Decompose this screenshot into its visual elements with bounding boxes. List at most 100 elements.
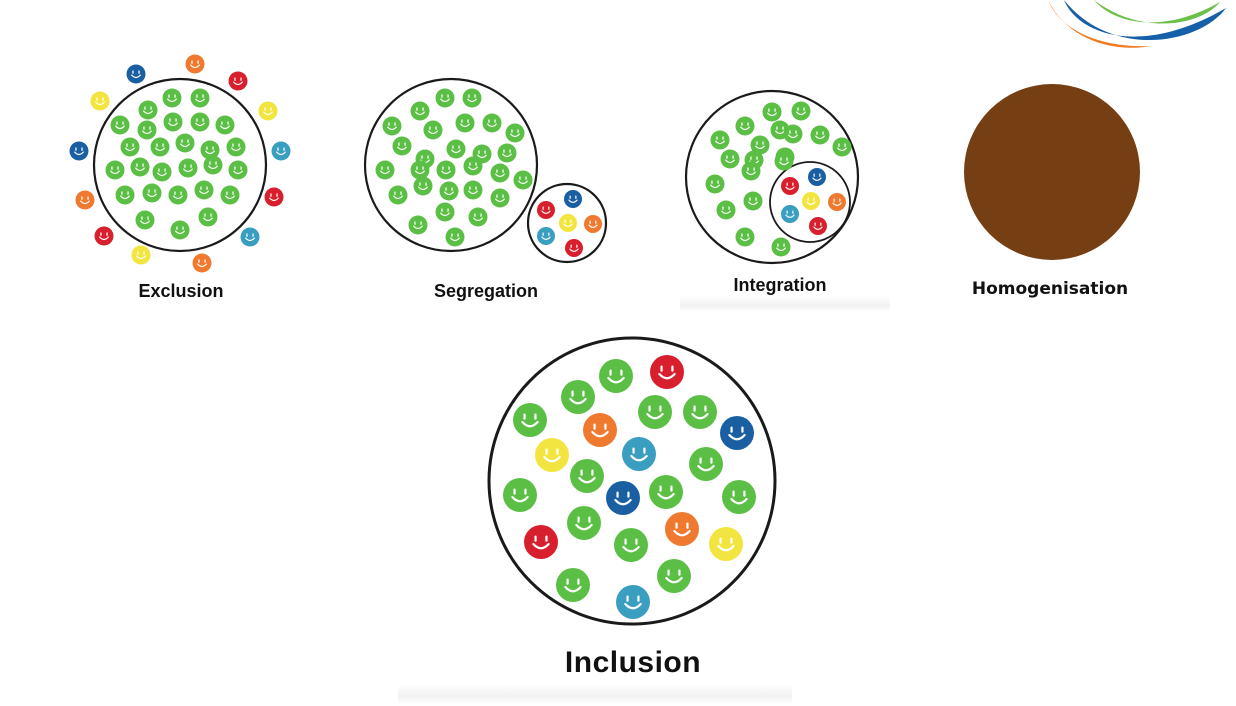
smiley-face-icon xyxy=(716,200,736,220)
smiley-face-icon xyxy=(142,183,162,203)
smiley-face-icon xyxy=(240,227,260,247)
smiley-face-icon xyxy=(135,210,155,230)
smiley-face-icon xyxy=(537,201,555,219)
smiley-face-icon xyxy=(203,155,223,175)
smiley-face-icon xyxy=(616,585,650,619)
smiley-face-icon xyxy=(228,71,248,91)
smiley-face-icon xyxy=(570,459,604,493)
smiley-face-icon xyxy=(190,88,210,108)
smiley-face-icon xyxy=(137,120,157,140)
smiley-face-icon xyxy=(375,160,395,180)
smiley-face-icon xyxy=(720,416,754,450)
smiley-face-icon xyxy=(689,447,723,481)
smiley-face-icon xyxy=(126,64,146,84)
smiley-face-icon xyxy=(258,101,278,121)
smiley-face-icon xyxy=(832,137,852,157)
smiley-face-icon xyxy=(175,133,195,153)
smiley-face-icon xyxy=(705,174,725,194)
inclusion-caption: Inclusion xyxy=(564,646,702,679)
smiley-face-icon xyxy=(535,438,569,472)
smiley-face-icon xyxy=(170,220,190,240)
smiley-face-icon xyxy=(439,181,459,201)
smiley-face-icon xyxy=(650,355,684,389)
inclusion-caption-backdrop xyxy=(398,684,792,704)
exclusion-figure xyxy=(69,54,291,273)
smiley-face-icon xyxy=(382,116,402,136)
homogenisation-figure xyxy=(964,84,1140,260)
smiley-face-icon xyxy=(710,130,730,150)
inclusion-figure xyxy=(487,336,777,626)
smiley-face-icon xyxy=(556,568,590,602)
smiley-face-icon xyxy=(162,88,182,108)
smiley-face-icon xyxy=(490,163,510,183)
smiley-face-icon xyxy=(220,185,240,205)
inclusion-diagram: Inclusion xyxy=(480,330,790,690)
smiley-face-icon xyxy=(622,437,656,471)
smiley-face-icon xyxy=(435,202,455,222)
smiley-face-icon xyxy=(513,170,533,190)
smiley-face-icon xyxy=(423,120,443,140)
smiley-face-icon xyxy=(750,135,770,155)
smiley-face-icon xyxy=(90,91,110,111)
smiley-face-icon xyxy=(781,205,799,223)
smiley-face-icon xyxy=(410,160,430,180)
swoosh-logo-icon xyxy=(1048,0,1226,48)
smiley-face-icon xyxy=(741,161,761,181)
smiley-face-icon xyxy=(606,481,640,515)
exclusion-diagram: Exclusion xyxy=(60,50,300,301)
smiley-face-icon xyxy=(468,207,488,227)
smiley-face-icon xyxy=(490,188,510,208)
smiley-face-icon xyxy=(463,156,483,176)
smiley-face-icon xyxy=(226,137,246,157)
smiley-face-icon xyxy=(735,227,755,247)
smiley-face-icon xyxy=(561,380,595,414)
smiley-face-icon xyxy=(120,137,140,157)
smiley-face-icon xyxy=(810,125,830,145)
smiley-face-icon xyxy=(584,215,602,233)
smiley-face-icon xyxy=(168,185,188,205)
smiley-face-icon xyxy=(614,528,648,562)
smiley-face-icon xyxy=(115,185,135,205)
smiley-face-icon xyxy=(392,136,412,156)
smiley-face-icon xyxy=(513,403,547,437)
smiley-face-icon xyxy=(762,102,782,122)
smiley-face-icon xyxy=(743,191,763,211)
smiley-face-icon xyxy=(271,141,291,161)
segregation-caption: Segregation xyxy=(433,281,539,301)
smiley-face-icon xyxy=(809,217,827,235)
smiley-face-icon xyxy=(735,116,755,136)
smiley-face-icon xyxy=(410,101,430,121)
smiley-face-icon xyxy=(802,192,820,210)
homogenised-circle xyxy=(964,84,1140,260)
smiley-face-icon xyxy=(781,177,799,195)
smiley-face-icon xyxy=(94,226,114,246)
exclusion-caption: Exclusion xyxy=(138,281,224,301)
smiley-face-icon xyxy=(808,168,826,186)
smiley-face-icon xyxy=(130,157,150,177)
smiley-face-icon xyxy=(567,506,601,540)
smiley-face-icon xyxy=(683,395,717,429)
smiley-face-icon xyxy=(178,158,198,178)
smiley-face-icon xyxy=(482,113,502,133)
smiley-face-icon xyxy=(462,88,482,108)
smiley-face-icon xyxy=(131,245,151,265)
smiley-face-icon xyxy=(69,141,89,161)
smiley-face-icon xyxy=(446,139,466,159)
smiley-face-icon xyxy=(163,112,183,132)
smiley-face-icon xyxy=(559,214,577,232)
smiley-face-icon xyxy=(665,512,699,546)
smiley-face-icon xyxy=(200,140,220,160)
smiley-face-icon xyxy=(791,101,811,121)
smiley-face-icon xyxy=(537,227,555,245)
smiley-face-icon xyxy=(583,413,617,447)
segregation-figure xyxy=(363,77,608,264)
integration-caption: Integration xyxy=(733,275,827,295)
smiley-face-icon xyxy=(505,123,525,143)
smiley-face-icon xyxy=(150,137,170,157)
smiley-face-icon xyxy=(463,180,483,200)
smiley-face-icon xyxy=(185,54,205,74)
smiley-face-icon xyxy=(436,160,456,180)
smiley-face-icon xyxy=(783,124,803,144)
smiley-face-icon xyxy=(445,227,465,247)
smiley-face-icon xyxy=(75,190,95,210)
